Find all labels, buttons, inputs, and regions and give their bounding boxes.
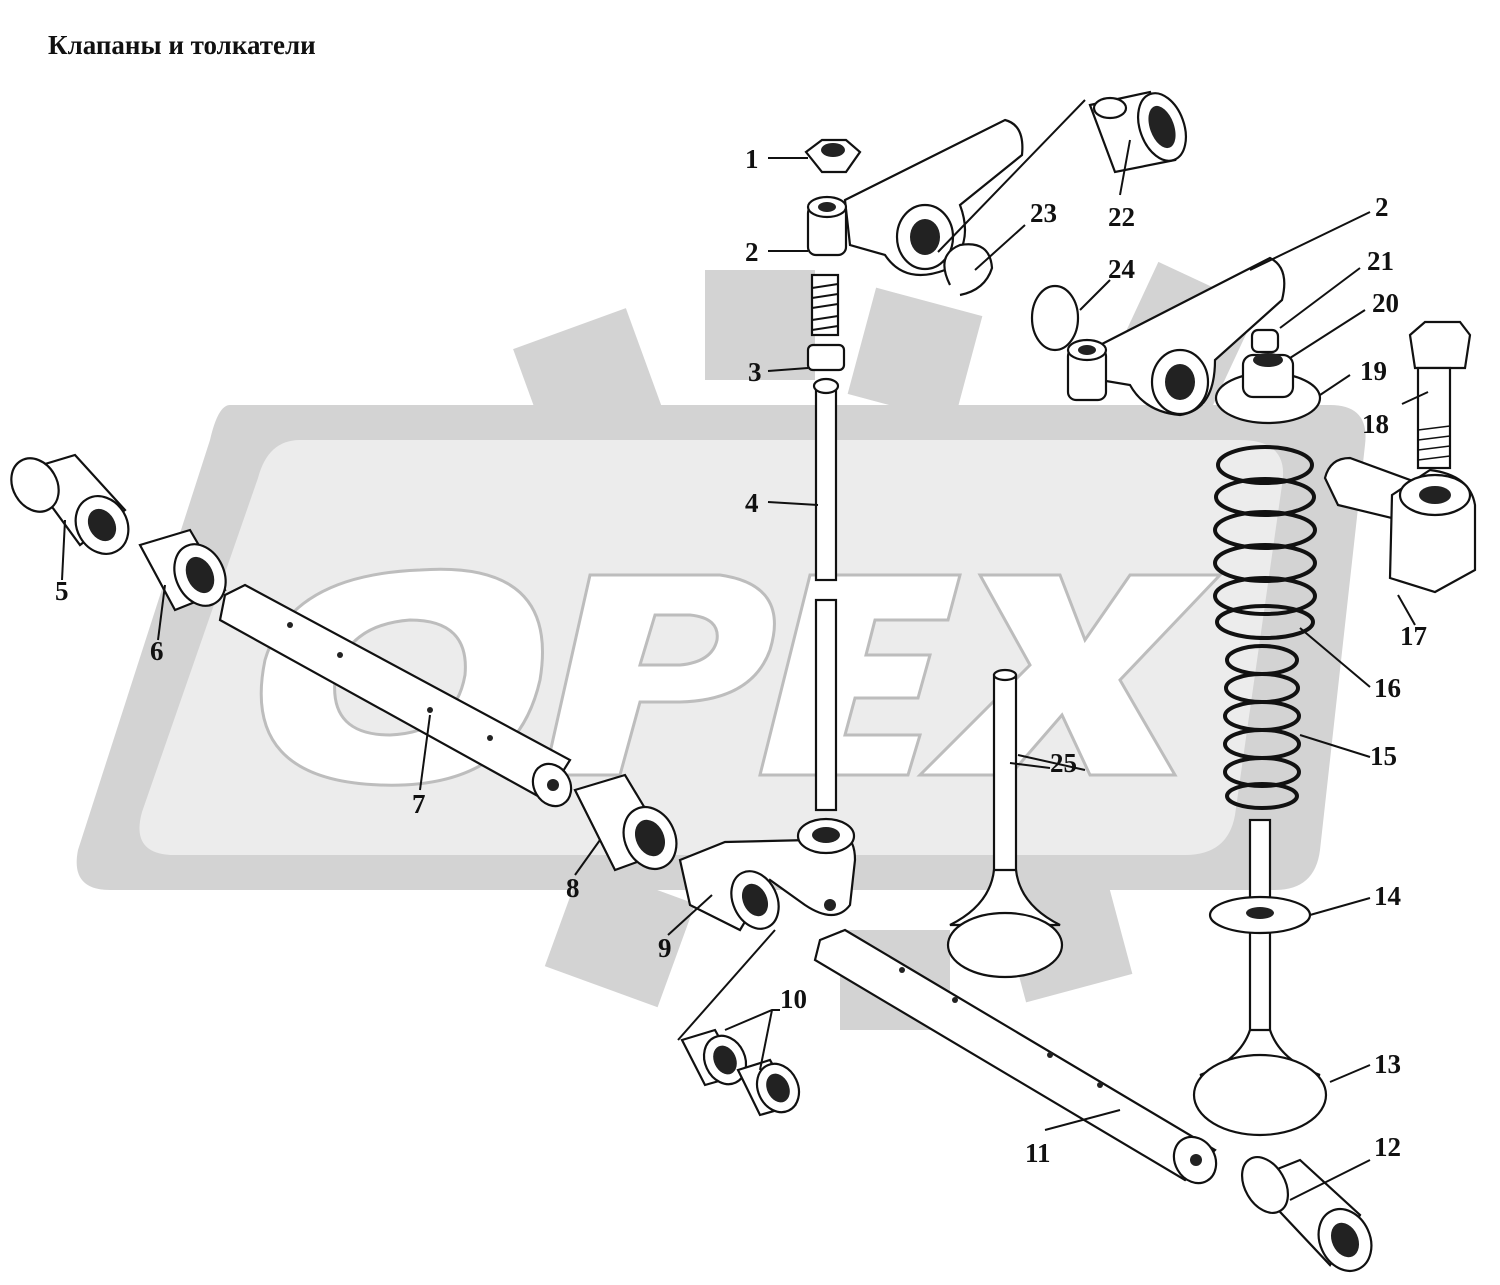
part-valve-keepers — [1250, 328, 1280, 354]
part-valve-right — [1192, 818, 1328, 1137]
part-nut — [804, 138, 862, 174]
part-bushing-6 — [138, 528, 227, 612]
part-inner-spring — [1223, 644, 1301, 810]
callout-17: 17 — [1400, 621, 1427, 651]
part-spring-retainer-cap — [1214, 353, 1322, 425]
part-rocker-shaft-left — [218, 583, 573, 808]
callout-2-right: 2 — [1375, 192, 1389, 222]
part-sleeve — [10, 453, 130, 555]
callout-3: 3 — [748, 357, 762, 387]
callout-5: 5 — [55, 576, 69, 606]
part-snap-ring — [943, 243, 994, 297]
callout-21: 21 — [1367, 246, 1394, 276]
part-tappet-lever — [678, 817, 857, 932]
part-bushing-12 — [1240, 1156, 1373, 1272]
callout-12: 12 — [1374, 1132, 1401, 1162]
part-rocker-arm-lower — [1066, 256, 1286, 417]
callout-22: 22 — [1108, 202, 1135, 232]
leader-lines — [61, 99, 1429, 1201]
callout-18: 18 — [1362, 409, 1389, 439]
part-bushing-22 — [1088, 90, 1187, 174]
callout-1: 1 — [745, 144, 759, 174]
page-title: Клапаны и толкатели — [48, 30, 316, 60]
part-valve-left — [946, 668, 1064, 979]
callout-2-upper: 2 — [745, 237, 759, 267]
part-bushings-10 — [680, 1028, 801, 1117]
part-push-rod — [812, 377, 840, 812]
callout-11: 11 — [1025, 1138, 1051, 1168]
callout-24: 24 — [1108, 254, 1135, 284]
part-adjusting-screw — [806, 273, 846, 372]
callout-4: 4 — [745, 488, 759, 518]
callout-16: 16 — [1374, 673, 1401, 703]
callout-20: 20 — [1372, 288, 1399, 318]
callout-7: 7 — [412, 789, 426, 819]
callout-6: 6 — [150, 636, 164, 666]
callout-25: 25 — [1050, 748, 1077, 778]
callout-14: 14 — [1374, 881, 1401, 911]
callout-9: 9 — [658, 933, 672, 963]
callout-19: 19 — [1360, 356, 1387, 386]
part-bolt — [1408, 320, 1472, 470]
part-rocker-arm-upper — [806, 118, 1024, 277]
callout-15: 15 — [1370, 741, 1397, 771]
callout-10: 10 — [780, 984, 807, 1014]
callout-8: 8 — [566, 873, 580, 903]
part-rocker-shaft-lower — [813, 928, 1218, 1185]
callout-23: 23 — [1030, 198, 1057, 228]
part-bushing-8 — [573, 773, 678, 872]
part-o-ring — [1030, 284, 1080, 352]
callout-labels: 1 2 2 3 4 5 6 7 8 9 10 11 12 13 14 15 16… — [55, 144, 1427, 1168]
part-outer-spring — [1213, 445, 1317, 640]
callout-13: 13 — [1374, 1049, 1401, 1079]
part-bracket — [1323, 456, 1477, 594]
